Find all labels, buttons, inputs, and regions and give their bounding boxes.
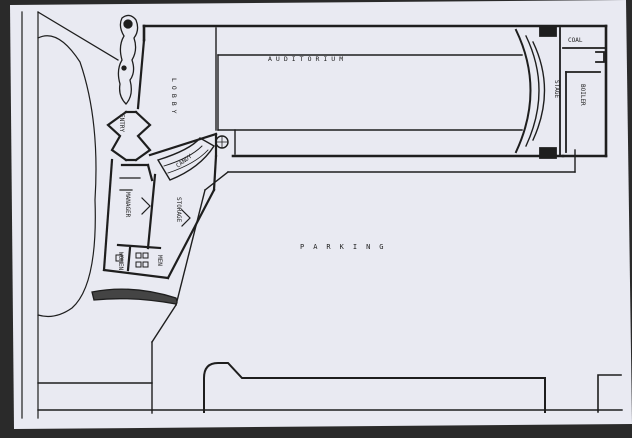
label-boiler: BOILER <box>579 84 586 106</box>
label-parking: PARKING <box>300 243 393 251</box>
street-curbs <box>21 11 119 419</box>
label-men: MEN <box>156 255 163 266</box>
label-lobby: LOBBY <box>170 78 178 118</box>
stage-block <box>539 25 607 159</box>
label-women: WOMEN <box>117 252 124 270</box>
lobby-walls <box>106 38 218 181</box>
parking-boundary <box>37 149 623 414</box>
auditorium-interior <box>215 27 546 155</box>
label-coal: COAL <box>568 37 583 44</box>
planting <box>91 14 229 305</box>
paper-sheet <box>10 0 632 429</box>
label-storage: STORAGE <box>175 197 182 223</box>
label-auditorium: AUDITORIUM <box>268 55 347 63</box>
label-stage: STAGE <box>553 80 560 98</box>
label-entry: ENTRY <box>118 114 125 132</box>
service-wing <box>102 154 218 280</box>
theatre-walls <box>142 24 608 158</box>
label-manager: MANAGER <box>124 192 131 218</box>
